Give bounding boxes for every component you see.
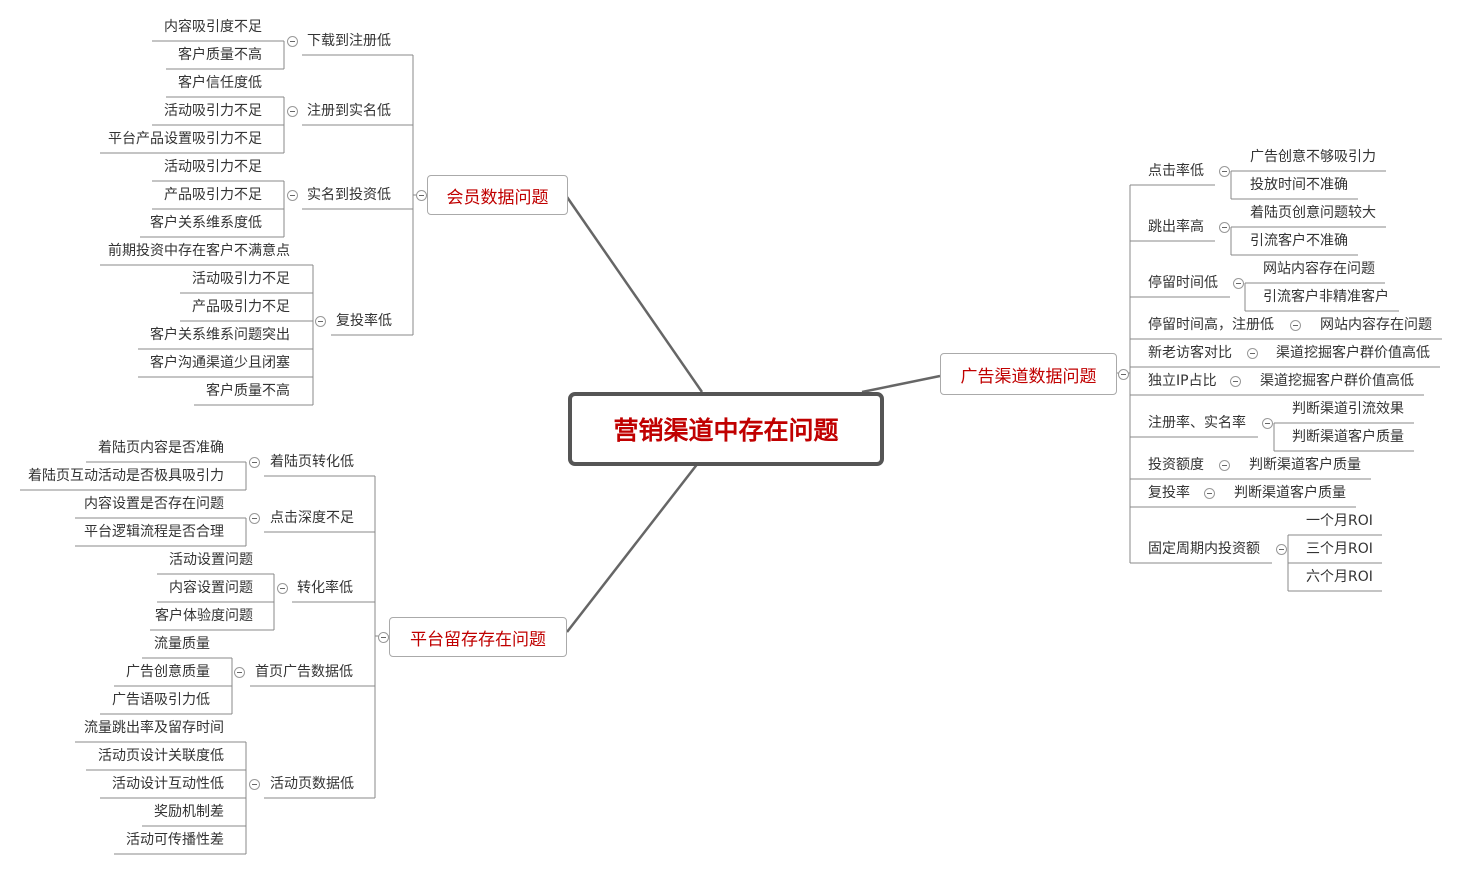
retention-group-3-item-2[interactable]: 广告语吸引力低: [112, 692, 210, 708]
member-group-2-item-0[interactable]: 活动吸引力不足: [164, 159, 262, 175]
ad-group-5[interactable]: 独立IP占比: [1148, 373, 1217, 389]
ad-group-0-item-1[interactable]: 投放时间不准确: [1250, 177, 1348, 193]
ad-main-connector: [861, 374, 941, 394]
retention-group-4[interactable]: 活动页数据低: [270, 776, 354, 792]
ad-group-9-item-0[interactable]: 一个月ROI: [1306, 513, 1373, 529]
ad-group-2[interactable]: 停留时间低: [1148, 275, 1218, 291]
retention-group-4-item-3[interactable]: 奖励机制差: [154, 804, 224, 820]
ad-group-3[interactable]: 停留时间高，注册低: [1148, 317, 1274, 333]
member-group-3-item-0[interactable]: 前期投资中存在客户不满意点: [108, 243, 290, 259]
retention-group-3-collapse-icon[interactable]: [234, 667, 245, 678]
member-group-3-item-1[interactable]: 活动吸引力不足: [192, 271, 290, 287]
member-group-0[interactable]: 下载到注册低: [307, 33, 391, 49]
ad-group-6-collapse-icon[interactable]: [1262, 418, 1273, 429]
member-main-connector: [565, 196, 704, 393]
member-group-3-item-3[interactable]: 客户关系维系问题突出: [150, 327, 290, 343]
ad-group-7-item-0[interactable]: 判断渠道客户质量: [1249, 457, 1361, 473]
ad-group-1-item-0[interactable]: 着陆页创意问题较大: [1250, 205, 1376, 221]
ad-group-4-collapse-icon[interactable]: [1247, 348, 1258, 359]
ad-group-8[interactable]: 复投率: [1148, 485, 1190, 501]
ad-group-5-collapse-icon[interactable]: [1230, 376, 1241, 387]
ad-group-9-item-1[interactable]: 三个月ROI: [1306, 541, 1373, 557]
retention-group-1-collapse-icon[interactable]: [249, 513, 260, 524]
member-group-3-item-5[interactable]: 客户质量不高: [206, 383, 290, 399]
retention-group-0[interactable]: 着陆页转化低: [270, 454, 354, 470]
retention-group-1[interactable]: 点击深度不足: [270, 510, 354, 526]
ad-group-9-item-2[interactable]: 六个月ROI: [1306, 569, 1373, 585]
ad-group-3-collapse-icon[interactable]: [1290, 320, 1301, 331]
ad-group-6-item-1[interactable]: 判断渠道客户质量: [1292, 429, 1404, 445]
retention-group-4-item-4[interactable]: 活动可传播性差: [126, 832, 224, 848]
ad-group-6[interactable]: 注册率、实名率: [1148, 415, 1246, 431]
member-group-1-collapse-icon[interactable]: [287, 106, 298, 117]
retention-group-2-item-0[interactable]: 活动设置问题: [169, 552, 253, 568]
retention-group-1-item-0[interactable]: 内容设置是否存在问题: [84, 496, 224, 512]
ad-group-3-item-0[interactable]: 网站内容存在问题: [1320, 317, 1432, 333]
member-group-3-item-2[interactable]: 产品吸引力不足: [192, 299, 290, 315]
member-group-2[interactable]: 实名到投资低: [307, 187, 391, 203]
member-group-1[interactable]: 注册到实名低: [307, 103, 391, 119]
retention-group-0-collapse-icon[interactable]: [249, 457, 260, 468]
retention-group-4-collapse-icon[interactable]: [249, 779, 260, 790]
ad-group-8-collapse-icon[interactable]: [1204, 488, 1215, 499]
ad-group-0-item-0[interactable]: 广告创意不够吸引力: [1250, 149, 1376, 165]
member-group-0-item-1[interactable]: 客户质量不高: [178, 47, 262, 63]
branch-ad-channel[interactable]: 广告渠道数据问题: [940, 353, 1117, 395]
member-group-1-item-1[interactable]: 活动吸引力不足: [164, 103, 262, 119]
branch-retention[interactable]: 平台留存存在问题: [389, 617, 567, 657]
retention-group-2-collapse-icon[interactable]: [277, 583, 288, 594]
ad-group-5-item-0[interactable]: 渠道挖掘客户群价值高低: [1260, 373, 1414, 389]
ad-group-0-collapse-icon[interactable]: [1219, 166, 1230, 177]
branch-member-data[interactable]: 会员数据问题: [427, 175, 568, 215]
ad-group-2-item-1[interactable]: 引流客户非精准客户: [1263, 289, 1389, 305]
ad-group-7[interactable]: 投资额度: [1148, 457, 1204, 473]
retention-group-4-item-2[interactable]: 活动设计互动性低: [112, 776, 224, 792]
member-group-2-item-1[interactable]: 产品吸引力不足: [164, 187, 262, 203]
ad-group-9[interactable]: 固定周期内投资额: [1148, 541, 1260, 557]
retention-main-connector: [566, 457, 703, 633]
member-group-1-item-2[interactable]: 平台产品设置吸引力不足: [108, 131, 262, 147]
member-group-2-collapse-icon[interactable]: [287, 190, 298, 201]
ad-group-4[interactable]: 新老访客对比: [1148, 345, 1232, 361]
retention-group-0-item-0[interactable]: 着陆页内容是否准确: [98, 440, 224, 456]
retention-group-3[interactable]: 首页广告数据低: [255, 664, 353, 680]
ad-group-6-item-0[interactable]: 判断渠道引流效果: [1292, 401, 1404, 417]
ad-group-8-item-0[interactable]: 判断渠道客户质量: [1234, 485, 1346, 501]
retention-group-0-item-1[interactable]: 着陆页互动活动是否极具吸引力: [28, 468, 224, 484]
retention-group-2-item-2[interactable]: 客户体验度问题: [155, 608, 253, 624]
ad-group-4-item-0[interactable]: 渠道挖掘客户群价值高低: [1276, 345, 1430, 361]
collapse-retention-icon[interactable]: [378, 632, 389, 643]
member-group-3-item-4[interactable]: 客户沟通渠道少且闭塞: [150, 355, 290, 371]
retention-group-3-item-1[interactable]: 广告创意质量: [126, 664, 210, 680]
member-group-0-item-0[interactable]: 内容吸引度不足: [164, 19, 262, 35]
ad-group-9-collapse-icon[interactable]: [1276, 544, 1287, 555]
central-topic[interactable]: 营销渠道中存在问题: [568, 392, 884, 466]
ad-group-2-collapse-icon[interactable]: [1233, 278, 1244, 289]
member-group-1-item-0[interactable]: 客户信任度低: [178, 75, 262, 91]
ad-group-0[interactable]: 点击率低: [1148, 163, 1204, 179]
ad-group-1[interactable]: 跳出率高: [1148, 219, 1204, 235]
member-group-3[interactable]: 复投率低: [336, 313, 392, 329]
ad-group-2-item-0[interactable]: 网站内容存在问题: [1263, 261, 1375, 277]
retention-group-1-item-1[interactable]: 平台逻辑流程是否合理: [84, 524, 224, 540]
ad-group-1-collapse-icon[interactable]: [1219, 222, 1230, 233]
retention-group-2[interactable]: 转化率低: [297, 580, 353, 596]
collapse-ad-icon[interactable]: [1118, 369, 1129, 380]
member-group-2-item-2[interactable]: 客户关系维系度低: [150, 215, 262, 231]
member-group-0-collapse-icon[interactable]: [287, 36, 298, 47]
retention-group-3-item-0[interactable]: 流量质量: [154, 636, 210, 652]
ad-group-7-collapse-icon[interactable]: [1219, 460, 1230, 471]
ad-group-1-item-1[interactable]: 引流客户不准确: [1250, 233, 1348, 249]
retention-group-2-item-1[interactable]: 内容设置问题: [169, 580, 253, 596]
member-group-3-collapse-icon[interactable]: [315, 316, 326, 327]
collapse-member-icon[interactable]: [416, 190, 427, 201]
retention-group-4-item-0[interactable]: 流量跳出率及留存时间: [84, 720, 224, 736]
retention-group-4-item-1[interactable]: 活动页设计关联度低: [98, 748, 224, 764]
